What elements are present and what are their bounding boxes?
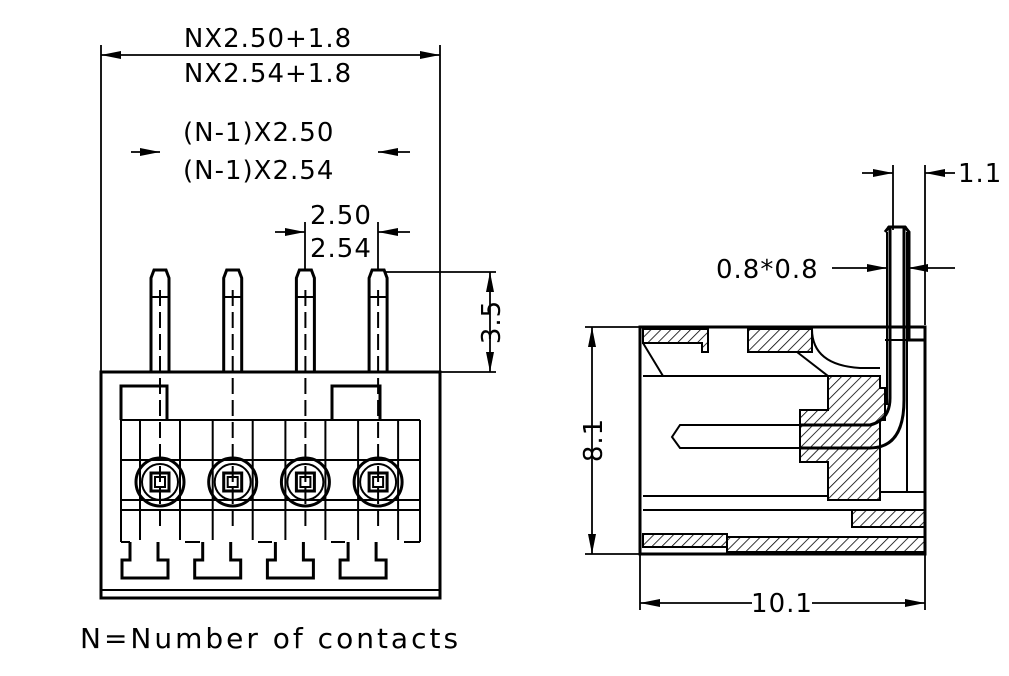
contact-square bbox=[149, 471, 171, 493]
contact-ring-inner bbox=[213, 463, 252, 501]
contact-ring-inner bbox=[141, 463, 179, 501]
contact-ring bbox=[279, 456, 331, 508]
pin bbox=[294, 268, 316, 372]
pin-section-dimension: 0.8*0.8 bbox=[716, 255, 955, 285]
side-view: 8.1 10.1 1.1 0.8*0.8 bbox=[579, 159, 1002, 619]
pin bbox=[367, 268, 389, 372]
pin bbox=[149, 268, 171, 372]
pin-height-dimension: 3.5 bbox=[385, 271, 507, 373]
contact-foot bbox=[193, 542, 243, 580]
outer-pitch-dimension: (N-1)X2.50 (N-1)X2.54 bbox=[131, 118, 410, 186]
pitch-label-2: 2.54 bbox=[310, 234, 372, 264]
pin-height-label: 3.5 bbox=[477, 300, 507, 344]
front-view: NX2.50+1.8 NX2.54+1.8 (N-1)X2.50 (N-1)X2… bbox=[80, 24, 507, 655]
contact-square bbox=[222, 471, 244, 493]
front-pins bbox=[120, 268, 420, 580]
overall-width-dimension: NX2.50+1.8 NX2.54+1.8 bbox=[100, 24, 441, 372]
contact-ring bbox=[134, 456, 186, 508]
contact-square-inner bbox=[299, 476, 312, 488]
pin-offset-dimension: 1.1 bbox=[862, 159, 1002, 325]
depth-dimension: 10.1 bbox=[639, 554, 926, 619]
height-label: 8.1 bbox=[579, 418, 609, 462]
contact-foot bbox=[338, 542, 388, 580]
outer-pitch-label-1: (N-1)X2.50 bbox=[183, 118, 334, 148]
pin-offset-label: 1.1 bbox=[958, 159, 1002, 189]
depth-label: 10.1 bbox=[751, 589, 813, 619]
front-housing bbox=[99, 370, 442, 600]
pin bbox=[222, 268, 244, 372]
contact-square-inner bbox=[372, 476, 385, 488]
contact-foot bbox=[265, 542, 315, 580]
overall-width-label-2: NX2.54+1.8 bbox=[184, 59, 352, 89]
height-dimension: 8.1 bbox=[579, 326, 640, 555]
contact-square bbox=[294, 471, 316, 493]
contact-ring-inner bbox=[286, 463, 325, 501]
contacts-note: N=Number of contacts bbox=[80, 622, 461, 655]
pin-section-label: 0.8*0.8 bbox=[716, 255, 819, 285]
contact-ring bbox=[352, 456, 404, 508]
pitch-label-1: 2.50 bbox=[310, 201, 372, 231]
contact-ring bbox=[207, 456, 259, 508]
contact-foot bbox=[120, 542, 170, 580]
contact-square-inner bbox=[226, 476, 239, 488]
contact-square-inner bbox=[154, 476, 166, 488]
pitch-dimension: 2.50 2.54 bbox=[275, 201, 410, 270]
outer-pitch-label-2: (N-1)X2.54 bbox=[183, 156, 334, 186]
contact-square bbox=[367, 471, 389, 493]
contact-ring-inner bbox=[359, 463, 398, 501]
side-housing bbox=[638, 225, 927, 556]
overall-width-label-1: NX2.50+1.8 bbox=[184, 24, 352, 54]
